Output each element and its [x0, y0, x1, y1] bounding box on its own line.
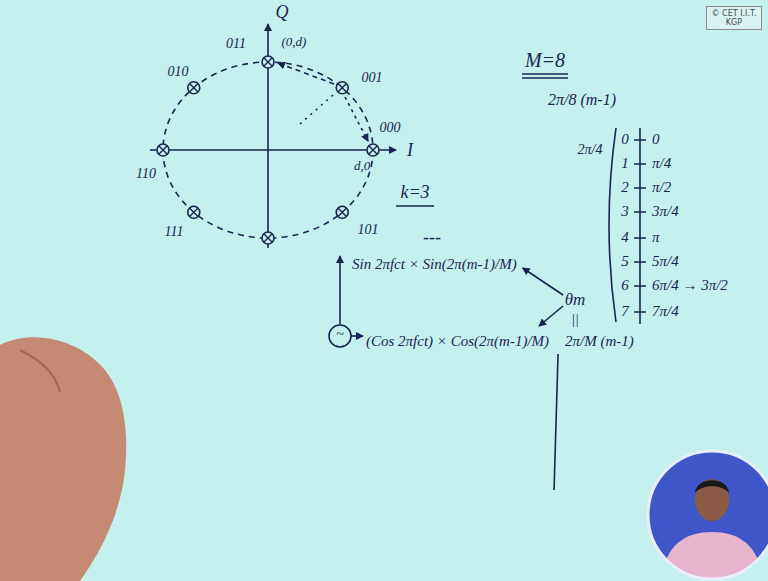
point-cross	[190, 208, 198, 216]
table-line	[639, 128, 641, 324]
phase-value: π/2	[652, 179, 671, 196]
index-number: 3	[621, 203, 629, 220]
point-marker	[188, 82, 200, 94]
underline	[396, 205, 434, 207]
symbol-count: M=8	[525, 49, 565, 72]
equals-mark: ||	[571, 312, 579, 328]
point-cross	[264, 58, 272, 66]
point-cross	[264, 234, 272, 242]
dashed-arrow	[278, 63, 334, 84]
oscillator-circle	[329, 325, 351, 347]
bit-label: 110	[136, 166, 156, 182]
camera-inset	[648, 451, 768, 579]
i-axis	[150, 149, 396, 151]
underline	[522, 73, 568, 75]
table-tick	[634, 311, 646, 313]
index-number: 7	[621, 303, 629, 320]
table-tick	[634, 237, 646, 239]
carrier-product: (Cos 2πfct) × Cos(2π(m-1)/M)	[366, 333, 549, 350]
constellation-point	[336, 82, 348, 94]
table-tick	[634, 261, 646, 263]
constellation-point	[262, 232, 274, 244]
table-tick	[634, 187, 646, 189]
index-number: 2	[621, 179, 629, 196]
dotted-line	[300, 95, 333, 124]
carrier-product: Sin 2πfct × Sin(2π(m-1)/M)	[352, 256, 517, 273]
phase-arrow	[523, 268, 563, 295]
point-cross	[159, 146, 167, 154]
carrier-arrow	[351, 335, 363, 337]
constellation-point	[367, 144, 379, 156]
constellation-point	[336, 206, 348, 218]
coordinate-label: (0,d)	[282, 35, 307, 50]
phase-formula: 2π/M (m-1)	[565, 333, 634, 350]
constellation-point	[188, 206, 200, 218]
bracket	[609, 128, 616, 322]
index-number: 5	[621, 253, 629, 270]
phase-value: 5π/4	[652, 253, 679, 270]
table-tick	[634, 285, 646, 287]
table-tick	[634, 211, 646, 213]
bit-label: 000	[380, 120, 401, 136]
divider-line	[554, 354, 558, 490]
table-tick	[634, 163, 646, 165]
presenter-illustration	[695, 480, 729, 493]
point-marker	[188, 206, 200, 218]
watermark-text: © CET I.I.T. KGP	[710, 9, 758, 27]
phase-arrow	[539, 306, 563, 326]
coordinate-label: d,0	[354, 159, 370, 174]
constellation-circle	[163, 62, 373, 238]
constellation-points	[157, 56, 379, 244]
phase-value: 3π/4	[652, 203, 679, 220]
oscillator-symbol: ~	[336, 328, 344, 342]
bit-label: 001	[362, 70, 383, 86]
phase-value: π/4	[652, 155, 671, 172]
index-number: 1	[621, 155, 629, 172]
underline	[522, 77, 568, 79]
watermark-box: © CET I.I.T. KGP	[706, 6, 762, 30]
axis-label: I	[407, 140, 413, 161]
point-marker	[336, 82, 348, 94]
hand-illustration	[20, 350, 60, 392]
bit-label: 111	[165, 224, 184, 240]
point-cross	[369, 146, 377, 154]
hand-illustration	[0, 337, 126, 581]
bit-label: 101	[358, 222, 379, 238]
bit-label: 011	[226, 36, 246, 52]
presenter-illustration	[695, 479, 729, 521]
constellation-point	[188, 82, 200, 94]
point-marker	[367, 144, 379, 156]
carrier-arrow	[339, 256, 341, 324]
dash-note: ---	[423, 227, 441, 248]
index-number: 4	[621, 229, 629, 246]
phase-value: 6π/4 → 3π/2	[652, 277, 728, 294]
point-marker	[262, 232, 274, 244]
phase-formula: 2π/4	[578, 142, 603, 158]
bit-label: 010	[168, 64, 189, 80]
phase-value: π	[652, 229, 660, 246]
phase-formula: 2π/8 (m-1)	[548, 91, 616, 109]
presenter-illustration	[660, 532, 764, 581]
point-marker	[262, 56, 274, 68]
index-number: 6	[621, 277, 629, 294]
constellation-point	[262, 56, 274, 68]
phase-value: 0	[652, 131, 660, 148]
phase-symbol: θm	[565, 290, 586, 310]
point-marker	[157, 144, 169, 156]
point-cross	[338, 208, 346, 216]
point-marker	[336, 206, 348, 218]
index-number: 0	[621, 131, 629, 148]
dotted-arrow	[345, 97, 368, 141]
point-cross	[190, 84, 198, 92]
table-tick	[634, 139, 646, 141]
point-cross	[338, 84, 346, 92]
bits-per-symbol: k=3	[400, 182, 429, 203]
axis-label: Q	[276, 2, 289, 23]
phase-value: 7π/4	[652, 303, 679, 320]
constellation-point	[157, 144, 169, 156]
